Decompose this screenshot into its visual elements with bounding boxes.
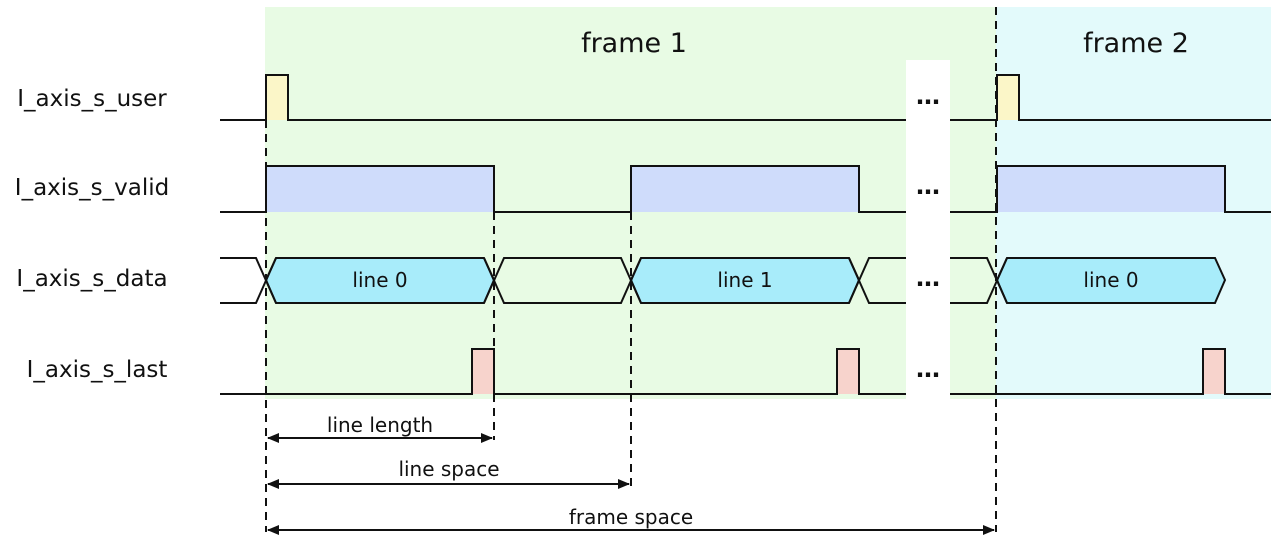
dimension-line-length-label: line length	[327, 413, 433, 437]
last-pulse-frame-2	[1203, 349, 1225, 394]
user-waveform-frame-2	[950, 74, 1271, 121]
valid-waveform	[220, 165, 906, 213]
data-idle-gap-top	[483, 257, 642, 304]
last-waveform-frame-2	[950, 348, 1271, 395]
ellipsis-gap	[906, 60, 950, 405]
ellipsis-user: …	[916, 82, 940, 110]
user-waveform	[220, 74, 906, 121]
ellipsis-last: …	[916, 355, 940, 383]
last-waveform	[220, 348, 906, 395]
signal-label-last: I_axis_s_last	[27, 357, 168, 383]
ellipsis-data: …	[916, 264, 940, 292]
signal-label-user: I_axis_s_user	[17, 86, 167, 112]
data-idle-right-a	[848, 257, 906, 304]
data-label-frame-2-line-0: line 0	[1083, 268, 1138, 292]
data-idle-left-top	[220, 257, 277, 304]
user-pulse-frame-1	[266, 75, 288, 120]
valid-high-line-1	[631, 166, 859, 212]
user-pulse-frame-2	[997, 75, 1019, 120]
data-idle-left-bottom	[220, 257, 277, 304]
frame-2-title: frame 2	[1083, 28, 1189, 59]
data-label-line-0: line 0	[352, 268, 407, 292]
frame-1-title: frame 1	[581, 28, 687, 59]
ellipsis-valid: …	[916, 172, 940, 200]
dimension-frame-space-label: frame space	[569, 505, 693, 529]
last-pulse-line-0	[472, 349, 494, 394]
signal-label-data: I_axis_s_data	[16, 266, 167, 292]
signal-label-valid: I_axis_s_valid	[15, 175, 169, 201]
last-pulse-line-1	[837, 349, 859, 394]
data-idle-right-b	[848, 257, 906, 304]
valid-high-line-0	[266, 166, 494, 212]
data-label-line-1: line 1	[717, 268, 772, 292]
valid-high-frame-2	[997, 166, 1225, 212]
dimension-line-space-label: line space	[398, 457, 499, 481]
data-idle-frame2-a	[950, 257, 1008, 304]
data-idle-frame2-b	[950, 257, 1008, 304]
valid-waveform-frame-2	[950, 165, 1271, 213]
